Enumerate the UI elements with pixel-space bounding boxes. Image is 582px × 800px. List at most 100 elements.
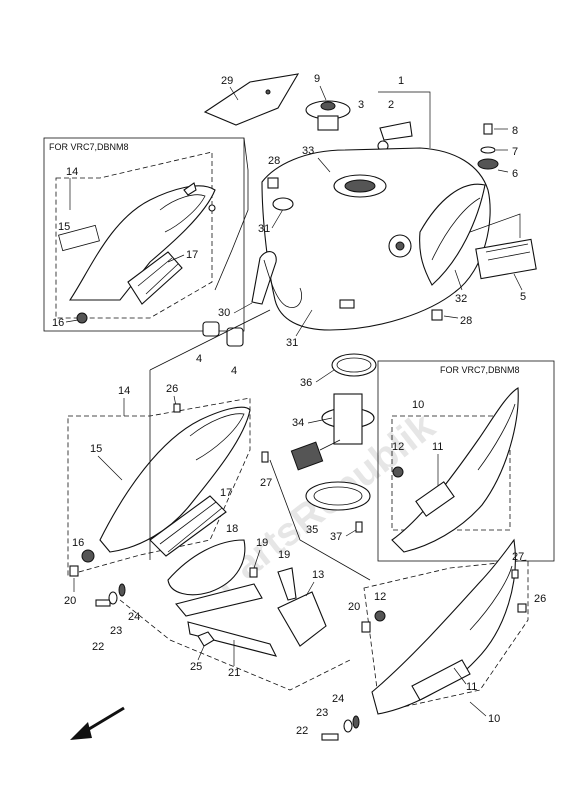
leader-c29 [229, 86, 239, 101]
callout-c36: 36 [300, 377, 312, 389]
washer-23-left [108, 591, 118, 605]
callout-m20b: 20 [348, 601, 360, 613]
filler-neck-inner [344, 179, 376, 193]
callout-c4b: 4 [231, 365, 237, 377]
bolt-small-top [208, 204, 216, 212]
side-cover-14-slot [189, 413, 245, 461]
side-cover-10-small-slot [477, 403, 516, 471]
callout-r11a: 11 [432, 441, 443, 453]
fuel-pump-34 [290, 393, 375, 471]
callout-r10b: 10 [488, 713, 500, 725]
screw-20-right [361, 621, 371, 633]
callout-c31a: 31 [258, 223, 270, 235]
leader-c5 [513, 273, 523, 291]
damper-5 [475, 238, 537, 280]
leader-m13 [305, 581, 315, 597]
clip-small [183, 182, 197, 196]
callout-m13: 13 [312, 569, 324, 581]
cover-17-stripe-b [145, 263, 179, 295]
leader-c6 [497, 169, 509, 173]
leader-c33 [317, 157, 331, 173]
bracket-29 [203, 73, 300, 126]
fuel-pump-arm [319, 439, 341, 451]
callout-r12a: 12 [392, 441, 404, 453]
clip-27-right [511, 569, 519, 579]
callout-r10a: 10 [412, 399, 424, 411]
inset-dash-box [55, 151, 213, 319]
callout-m22b: 22 [296, 725, 308, 737]
bracket-29-hole [265, 89, 271, 95]
leader-c1 [378, 91, 431, 148]
callout-c33: 33 [302, 145, 314, 157]
mid-left-dash-box [67, 397, 251, 576]
callout-m17: 17 [220, 487, 232, 499]
leader-c9 [319, 85, 327, 101]
cover-13 [277, 591, 327, 647]
leader-m25 [197, 645, 205, 661]
inset-right-title: FOR VRC7,DBNM8 [440, 365, 520, 375]
screw-20-left [69, 565, 79, 577]
callout-m25: 25 [190, 661, 202, 673]
callout-c34: 34 [292, 417, 304, 429]
callout-t15: 15 [58, 221, 70, 233]
callout-c37: 37 [330, 531, 342, 543]
gasket-36-inner [336, 357, 372, 373]
damper-5-rib-a [485, 243, 529, 253]
leader-r11b [453, 667, 467, 685]
fuel-pump-body [333, 393, 363, 445]
bolt-19-left [249, 567, 258, 578]
vent-hose-30 [251, 251, 277, 305]
callout-c9: 9 [314, 73, 320, 85]
fuel-pump-sender [290, 441, 324, 471]
emblem-2 [379, 121, 413, 141]
collar-24-right [352, 715, 360, 729]
leader-c30 [233, 302, 253, 314]
tank-emblem-core [395, 241, 405, 251]
assembly-line-a [149, 309, 271, 371]
callout-c2: 2 [388, 99, 394, 111]
tank-tab [339, 299, 355, 309]
bracket-19 [277, 567, 297, 601]
bolt-16 [81, 549, 95, 563]
tank-side-panel-stripe [431, 197, 481, 261]
cover-17-stripe-1 [159, 501, 217, 545]
vent-hose-30-tube [263, 259, 303, 308]
inset-right-frame [377, 360, 555, 562]
callout-m26a: 26 [166, 383, 178, 395]
cover-18 [167, 539, 246, 596]
callout-t17: 17 [186, 249, 198, 261]
callout-c4a: 4 [196, 353, 202, 365]
callout-m24b: 24 [332, 693, 344, 705]
rubber-4a [202, 321, 220, 337]
leader-t17 [167, 254, 185, 263]
rubber-4b [226, 327, 244, 347]
screw-22-left [95, 599, 111, 607]
callout-r12b: 12 [374, 591, 386, 603]
bolt-37 [355, 521, 363, 533]
callout-c1: 1 [398, 75, 404, 87]
leader-r10b [469, 701, 487, 717]
callout-m22a: 22 [92, 641, 104, 653]
callout-c5: 5 [520, 291, 526, 303]
side-cover-small [68, 185, 216, 301]
leader-m19a [253, 549, 261, 569]
leader-c28b [443, 315, 459, 319]
cover-17 [149, 495, 227, 557]
tank-side-panel [419, 183, 486, 286]
bolt-8 [483, 123, 493, 135]
bolt-16-small [76, 312, 88, 324]
callout-c31b: 31 [286, 337, 298, 349]
callout-c3: 3 [358, 99, 364, 111]
callout-c8: 8 [512, 125, 518, 137]
leader-c37 [345, 529, 357, 537]
inset-top-left-frame [43, 137, 245, 332]
callout-c28a: 28 [268, 155, 280, 167]
callout-m26b: 26 [534, 593, 546, 605]
inset-top-left-title: FOR VRC7,DBNM8 [49, 142, 129, 152]
callout-m14: 14 [118, 385, 130, 397]
callout-m19b: 19 [278, 549, 290, 561]
fuel-cap-9-center [320, 101, 336, 111]
callout-m20a: 20 [64, 595, 76, 607]
retainer-ring-35 [305, 481, 371, 511]
